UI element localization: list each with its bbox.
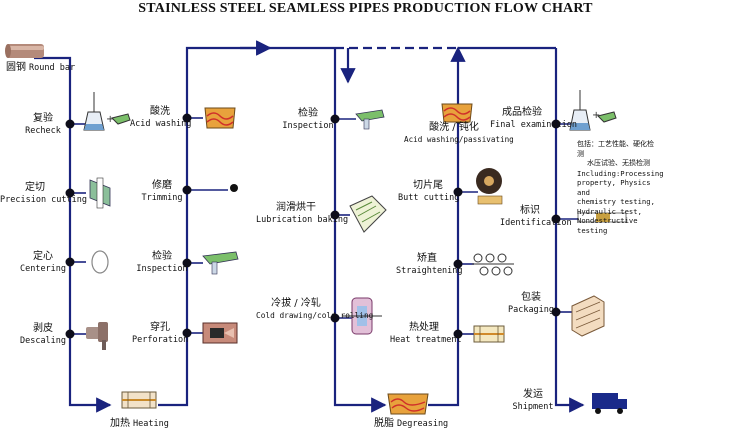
steel-bar-icon bbox=[5, 44, 44, 58]
node-heat-treatment bbox=[453, 329, 463, 339]
node-acid-washing bbox=[182, 113, 192, 123]
flow-lines bbox=[34, 40, 585, 413]
crate-icon bbox=[571, 295, 605, 337]
caliper-icon bbox=[202, 251, 239, 275]
flow-line-col2 bbox=[158, 40, 272, 407]
flow-line-col3-down bbox=[333, 48, 387, 413]
node-centering bbox=[65, 257, 75, 267]
node-identification bbox=[551, 214, 561, 224]
acid-tank-icon bbox=[204, 107, 236, 129]
node-butt-cutting bbox=[453, 187, 463, 197]
node-trimming bbox=[182, 185, 192, 195]
chart-title: STAINLESS STEEL SEAMLESS PIPES PRODUCTIO… bbox=[138, 1, 593, 16]
node-cold-drawing bbox=[330, 313, 340, 323]
furnace-icon bbox=[121, 391, 157, 409]
svg-text:+: + bbox=[106, 114, 114, 125]
ring-icon bbox=[91, 250, 109, 274]
node-packaging bbox=[551, 307, 561, 317]
cutting-disc-icon bbox=[476, 168, 503, 205]
flow-nodes bbox=[65, 113, 561, 339]
node-recheck bbox=[65, 119, 75, 129]
acid-tank-icon-2 bbox=[441, 103, 473, 123]
node-inspection-1 bbox=[182, 258, 192, 268]
marking-icon bbox=[577, 212, 627, 223]
saw-cutter-icon bbox=[89, 177, 111, 209]
flow-line-col1 bbox=[34, 56, 112, 413]
flow-line-col5-down bbox=[554, 48, 585, 413]
piercing-mill-icon bbox=[202, 322, 238, 344]
node-straightening bbox=[453, 259, 463, 269]
tank-icon bbox=[387, 393, 429, 415]
node-final-exam bbox=[551, 119, 561, 129]
flow-line-col4-up bbox=[428, 46, 466, 407]
caliper-icon-2 bbox=[355, 109, 385, 130]
svg-text:+: + bbox=[592, 110, 600, 121]
final-exam-details: 包括：工艺性能、硬化检测 水压试验、无损检测 Including:Process… bbox=[577, 140, 664, 235]
grinder-icon bbox=[230, 184, 238, 192]
node-lubrication bbox=[330, 210, 340, 220]
node-descaling bbox=[65, 329, 75, 339]
node-inspection-2 bbox=[330, 114, 340, 124]
lab-flask-icon-2: + bbox=[569, 90, 617, 131]
node-precision-cutting bbox=[65, 188, 75, 198]
node-perforation bbox=[182, 328, 192, 338]
roll-mill-icon bbox=[342, 297, 382, 335]
rollers-icon bbox=[472, 253, 514, 276]
furnace-icon-2 bbox=[473, 325, 505, 343]
bath-icon bbox=[349, 195, 387, 233]
pipe-icon bbox=[86, 322, 108, 350]
truck-icon bbox=[592, 393, 627, 414]
lab-flask-icon: + bbox=[83, 92, 131, 131]
